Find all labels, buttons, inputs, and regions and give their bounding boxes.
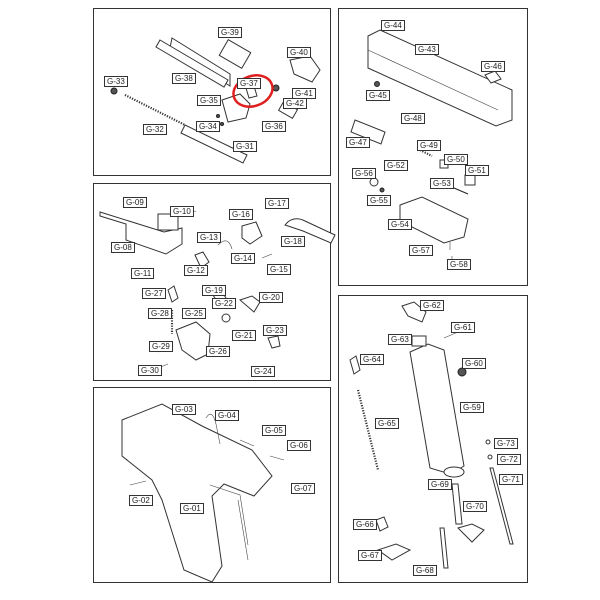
magazine-base-part: [439, 439, 514, 569]
part-label-g-69: G-69: [428, 479, 452, 490]
part-label-g-61: G-61: [451, 322, 475, 333]
part-label-g-11: G-11: [131, 268, 155, 279]
part-label-g-43: G-43: [415, 44, 439, 55]
highlight-circle: [232, 74, 274, 108]
part-label-g-31: G-31: [233, 141, 257, 152]
part-label-g-70: G-70: [463, 501, 487, 512]
trigger-part: [194, 218, 336, 269]
magazine-spring-part: [349, 355, 412, 561]
part-label-g-59: G-59: [460, 402, 484, 413]
part-label-g-66: G-66: [353, 519, 377, 530]
part-label-g-33: G-33: [104, 76, 128, 87]
part-label-g-55: G-55: [367, 195, 391, 206]
trigger-housing-part: [99, 210, 197, 255]
part-label-g-48: G-48: [401, 113, 425, 124]
part-label-g-58: G-58: [447, 259, 471, 270]
hop-up-part: [216, 93, 251, 126]
part-label-g-45: G-45: [366, 90, 390, 101]
part-label-g-22: G-22: [212, 298, 236, 309]
part-label-g-68: G-68: [413, 565, 437, 576]
part-label-g-21: G-21: [232, 330, 256, 341]
part-label-g-65: G-65: [375, 418, 399, 429]
part-label-g-27: G-27: [142, 288, 166, 299]
part-label-g-04: G-04: [215, 410, 239, 421]
part-label-g-25: G-25: [182, 308, 206, 319]
part-label-g-05: G-05: [262, 425, 286, 436]
part-label-g-51: G-51: [465, 165, 489, 176]
part-label-g-73: G-73: [494, 438, 518, 449]
part-label-g-36: G-36: [262, 121, 286, 132]
part-label-g-57: G-57: [409, 245, 433, 256]
part-label-g-03: G-03: [172, 404, 196, 415]
part-label-g-44: G-44: [381, 20, 405, 31]
part-label-g-46: G-46: [481, 61, 505, 72]
part-label-g-62: G-62: [420, 300, 444, 311]
part-label-g-56: G-56: [352, 168, 376, 179]
part-label-g-19: G-19: [202, 285, 226, 296]
part-label-g-02: G-02: [129, 495, 153, 506]
part-label-g-72: G-72: [497, 454, 521, 465]
part-label-g-49: G-49: [417, 140, 441, 151]
part-label-g-29: G-29: [149, 341, 173, 352]
part-label-g-23: G-23: [263, 325, 287, 336]
part-label-g-63: G-63: [388, 334, 412, 345]
part-label-g-18: G-18: [281, 236, 305, 247]
part-label-g-60: G-60: [462, 358, 486, 369]
part-label-g-28: G-28: [148, 308, 172, 319]
part-label-g-09: G-09: [123, 197, 147, 208]
part-label-g-52: G-52: [384, 160, 408, 171]
part-label-g-53: G-53: [430, 178, 454, 189]
part-label-g-71: G-71: [499, 474, 523, 485]
part-label-g-07: G-07: [291, 483, 315, 494]
part-label-g-14: G-14: [231, 253, 255, 264]
part-label-g-26: G-26: [206, 346, 230, 357]
slide-part: [367, 29, 513, 127]
part-label-g-64: G-64: [360, 354, 384, 365]
part-label-g-13: G-13: [197, 232, 221, 243]
part-label-g-16: G-16: [229, 209, 253, 220]
frame-part: [121, 403, 285, 583]
part-label-g-35: G-35: [197, 95, 221, 106]
magazine-part: [401, 301, 467, 475]
part-label-g-30: G-30: [138, 365, 162, 376]
part-label-g-40: G-40: [287, 47, 311, 58]
part-label-g-42: G-42: [283, 98, 307, 109]
part-label-g-54: G-54: [388, 219, 412, 230]
part-label-g-50: G-50: [444, 154, 468, 165]
part-label-g-67: G-67: [358, 550, 382, 561]
part-label-g-10: G-10: [170, 206, 194, 217]
spring-guide-part: [110, 87, 248, 164]
part-label-g-38: G-38: [172, 73, 196, 84]
part-label-g-34: G-34: [196, 121, 220, 132]
part-label-g-47: G-47: [346, 137, 370, 148]
panel-trigger-hammer-assembly: [93, 183, 331, 381]
part-label-g-37: G-37: [237, 78, 261, 89]
part-label-g-24: G-24: [251, 366, 275, 377]
part-label-g-15: G-15: [267, 264, 291, 275]
part-label-g-32: G-32: [143, 124, 167, 135]
part-label-g-01: G-01: [180, 503, 204, 514]
part-label-g-39: G-39: [218, 27, 242, 38]
part-label-g-08: G-08: [111, 242, 135, 253]
part-label-g-12: G-12: [184, 265, 208, 276]
part-label-g-20: G-20: [259, 292, 283, 303]
part-label-g-17: G-17: [265, 198, 289, 209]
inner-barrel-part: [155, 39, 229, 88]
part-label-g-06: G-06: [287, 440, 311, 451]
